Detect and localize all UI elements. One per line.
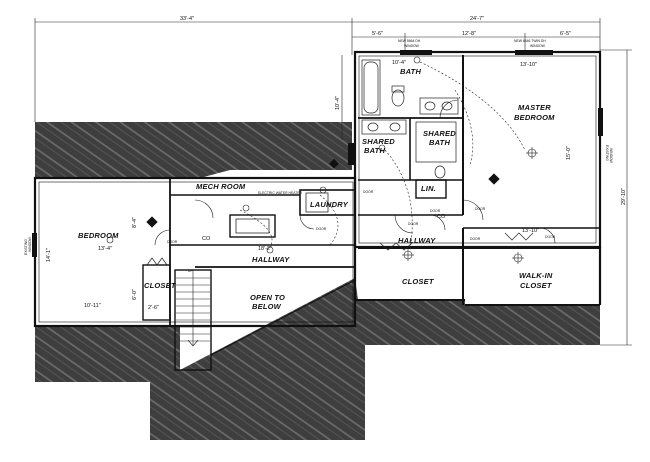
room-hallway-right: HALLWAY xyxy=(398,236,436,245)
dim-master-height: 15'-0" xyxy=(566,146,572,160)
room-shared-bath2-line2: BATH xyxy=(429,138,450,147)
note-door-1: DOOR xyxy=(363,190,374,194)
note-existing-window-left-2: WINDOW xyxy=(28,236,32,252)
note-existing-window-left: EXISTING xyxy=(24,239,28,255)
window-left xyxy=(32,233,37,257)
note-door-8: DOOR xyxy=(545,235,556,239)
dim-hallway-width: 18'-2" xyxy=(258,246,272,252)
room-hallway-main: HALLWAY xyxy=(252,255,290,264)
note-window-right-bottom: WINDOW xyxy=(530,44,546,48)
note-co-2: CO xyxy=(202,236,211,242)
dim-master-width: 13'-10" xyxy=(520,62,537,68)
note-door-4: DOOR xyxy=(430,209,441,213)
note-door-3: DOOR xyxy=(167,240,178,244)
dim-overall-left: 33'-4" xyxy=(180,16,194,22)
room-mech: MECH ROOM xyxy=(196,182,246,191)
dim-seg-b: 12'-8" xyxy=(462,31,476,37)
stairs xyxy=(176,270,210,347)
room-walkin-line1: WALK-IN xyxy=(519,271,553,280)
dimension-lines xyxy=(34,18,632,346)
toilet xyxy=(391,89,405,107)
room-open-below-line1: OPEN TO xyxy=(250,293,285,302)
dim-bedroom-side-upper: 8'-4" xyxy=(132,217,138,228)
shared-toilet xyxy=(434,165,446,179)
bath-fixtures xyxy=(361,59,459,179)
note-existing-window-right-2: WINDOW xyxy=(609,148,613,164)
windows xyxy=(32,50,603,257)
note-door-7: DOOR xyxy=(408,222,419,226)
note-door-2: DOOR xyxy=(475,207,486,211)
dim-bedroom-height: 14'-1" xyxy=(46,248,52,262)
room-bedroom: BEDROOM xyxy=(78,231,119,240)
bathtub xyxy=(361,59,381,116)
dim-walkin-width: 13'-10" xyxy=(522,228,539,234)
room-walkin-line2: CLOSET xyxy=(520,281,553,290)
note-window-left-top: NEW 5664 DH xyxy=(398,39,421,43)
room-closet-center: CLOSET xyxy=(402,277,435,286)
note-window-right-top: NEW 6446 TWIN DH xyxy=(514,39,546,43)
roof-hatch-lower xyxy=(35,278,600,440)
window-top-right xyxy=(515,50,553,55)
dim-height-bath: 10'-4" xyxy=(335,96,341,110)
dim-seg-c: 6'-5" xyxy=(560,31,571,37)
dim-overall-right: 24'-7" xyxy=(470,16,484,22)
stairs-up-label: UP xyxy=(188,269,193,273)
electrical-symbols xyxy=(106,56,538,264)
room-open-below-line2: BELOW xyxy=(252,302,282,311)
note-existing-window-right: EXISTING xyxy=(605,145,609,161)
room-master-line1: MASTER xyxy=(518,103,551,112)
room-master-line2: BEDROOM xyxy=(514,113,555,122)
room-shared-bath-line1: SHARED xyxy=(362,137,395,146)
note-co-1: CO xyxy=(437,214,446,220)
shared-vanity xyxy=(361,119,407,135)
dim-seg-a: 5'-6" xyxy=(372,31,383,37)
vanity xyxy=(419,97,459,115)
dim-closet-small: 2'-6" xyxy=(148,305,159,311)
note-window-left-bottom: WINDOW xyxy=(404,44,420,48)
bifold-doors xyxy=(146,232,534,266)
dim-bedroom-side-lower: 6'-0" xyxy=(132,289,138,300)
door-swings xyxy=(154,99,556,246)
room-closet-left: CLOSET xyxy=(144,281,177,290)
room-bath: BATH xyxy=(400,67,421,76)
roof-hatch xyxy=(35,122,600,440)
shower xyxy=(415,121,457,163)
smoke-detectors xyxy=(146,158,500,228)
dim-bedroom-lower: 10'-11" xyxy=(84,303,101,309)
dim-bedroom-width: 13'-4" xyxy=(98,246,112,252)
window-right xyxy=(598,108,603,136)
room-lin: LIN. xyxy=(421,184,436,193)
room-laundry: LAUNDRY xyxy=(310,200,349,209)
room-shared-bath2-line1: SHARED xyxy=(423,129,456,138)
room-shared-bath-line2: BATH xyxy=(364,146,385,155)
dim-height-right: 29'-10" xyxy=(621,188,627,205)
note-water-heater: ELECTRIC WATER HEATER xyxy=(258,191,303,195)
window-bath-left xyxy=(348,143,355,165)
note-door-5: DOOR xyxy=(316,227,327,231)
dim-bath-width: 10'-4" xyxy=(392,60,406,66)
roof-hatch-upper-left xyxy=(35,122,352,178)
note-door-6: DOOR xyxy=(470,237,481,241)
window-top-left xyxy=(400,50,432,55)
